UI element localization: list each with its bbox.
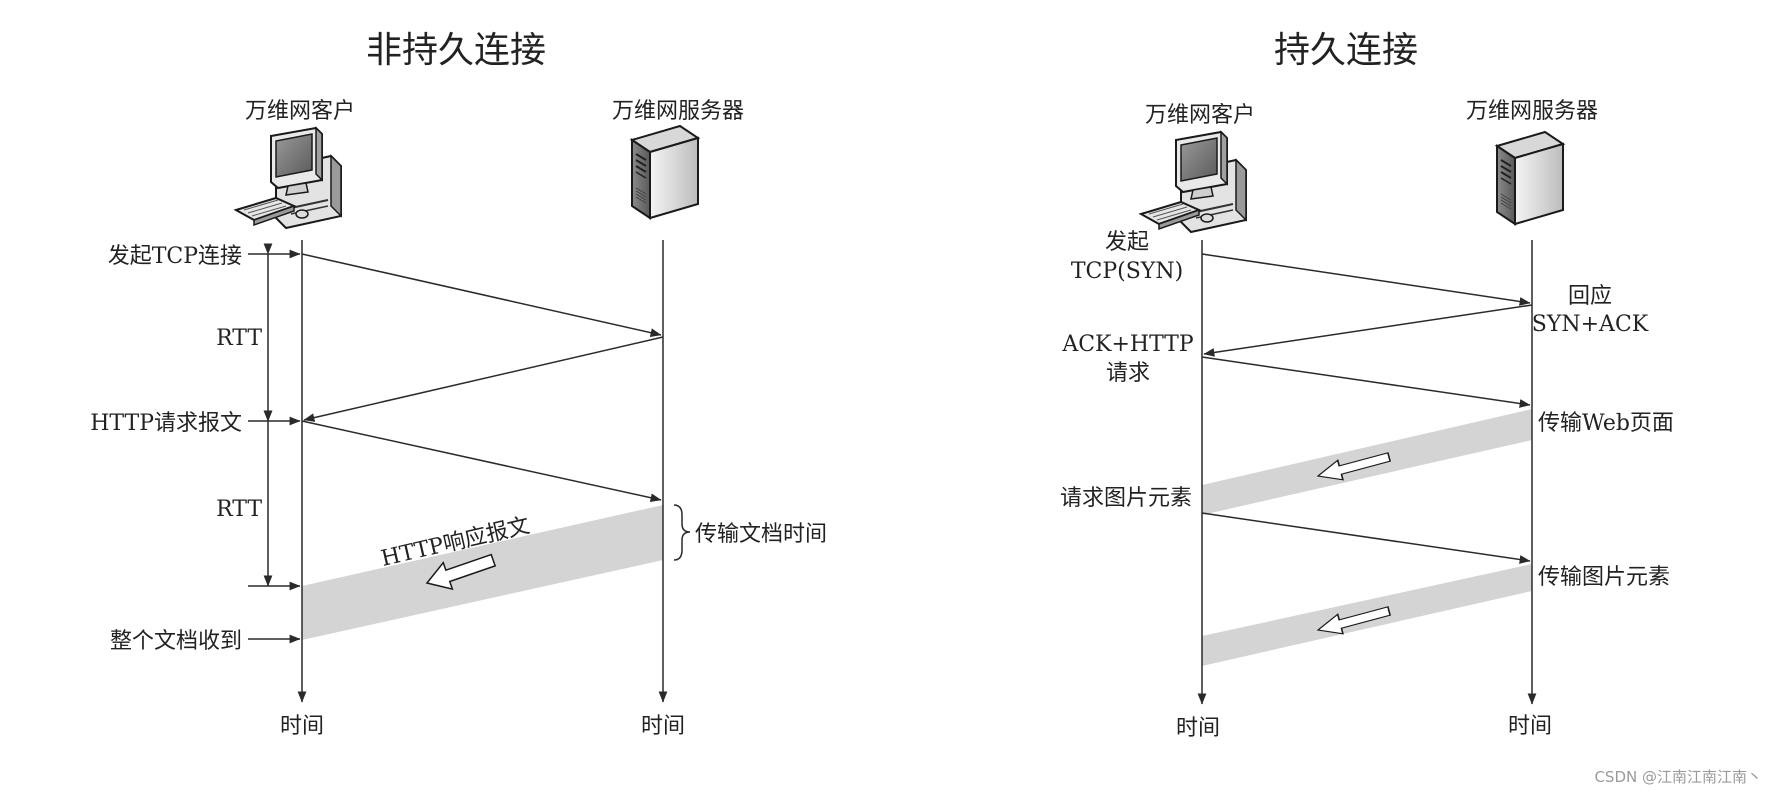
left-title: 非持久连接 (366, 30, 546, 71)
tcp-synack-arrow (303, 336, 664, 422)
image-request-label: 请求图片元素 (1060, 486, 1192, 511)
request-label: HTTP请求报文 (90, 411, 242, 436)
desktop-computer-icon (1140, 131, 1247, 233)
transfer-time-brace (673, 504, 691, 561)
left-server-label: 万维网服务器 (612, 99, 744, 124)
left-client-label: 万维网客户 (245, 99, 355, 124)
initiate-label: 发起TCP连接 (108, 244, 242, 269)
right-panel: 持久连接 万维网客户 万维网服务器 发起 TCP(SYN) 回应 SYN+ACK… (1060, 30, 1674, 741)
transfer-time-label: 传输文档时间 (695, 522, 827, 547)
ack-label-line2: 请求 (1106, 361, 1150, 386)
http-request-arrow (301, 420, 662, 503)
rtt2-label: RTT (216, 497, 262, 522)
image-transfer-label: 传输图片元素 (1538, 565, 1670, 590)
ack-http-request-arrow (1201, 356, 1531, 408)
syn-label-line2: TCP(SYN) (1071, 259, 1183, 284)
synack-label-line1: 回应 (1568, 284, 1612, 309)
web-page-label: 传输Web页面 (1538, 411, 1674, 436)
received-label: 整个文档收到 (110, 629, 242, 654)
left-client-time-label: 时间 (280, 714, 324, 739)
syn-label-line1: 发起 (1105, 230, 1149, 255)
right-client-label: 万维网客户 (1145, 103, 1255, 128)
tcp-syn-arrow (301, 253, 662, 337)
synack-label-line2: SYN+ACK (1532, 312, 1649, 337)
ack-label-line1: ACK+HTTP (1061, 332, 1194, 357)
right-server-time-label: 时间 (1508, 714, 1552, 739)
right-client-time-label: 时间 (1176, 716, 1220, 741)
server-tower-icon (631, 125, 699, 219)
left-server-time-label: 时间 (641, 714, 685, 739)
left-panel: 非持久连接 万维网客户 万维网服务器 发起TCP连接 RTT HTTP请求报文 … (90, 30, 827, 739)
right-server-label: 万维网服务器 (1466, 99, 1598, 124)
watermark: CSDN @江南江南江南丶 (1594, 768, 1762, 786)
right-title: 持久连接 (1274, 30, 1418, 71)
syn-arrow (1201, 253, 1531, 306)
rtt1-label: RTT (216, 326, 262, 351)
server-tower-icon (1496, 131, 1564, 225)
desktop-computer-icon (235, 127, 342, 229)
document-transfer-band (302, 505, 663, 640)
synack-arrow (1203, 304, 1533, 357)
image-request-arrow (1201, 512, 1531, 564)
